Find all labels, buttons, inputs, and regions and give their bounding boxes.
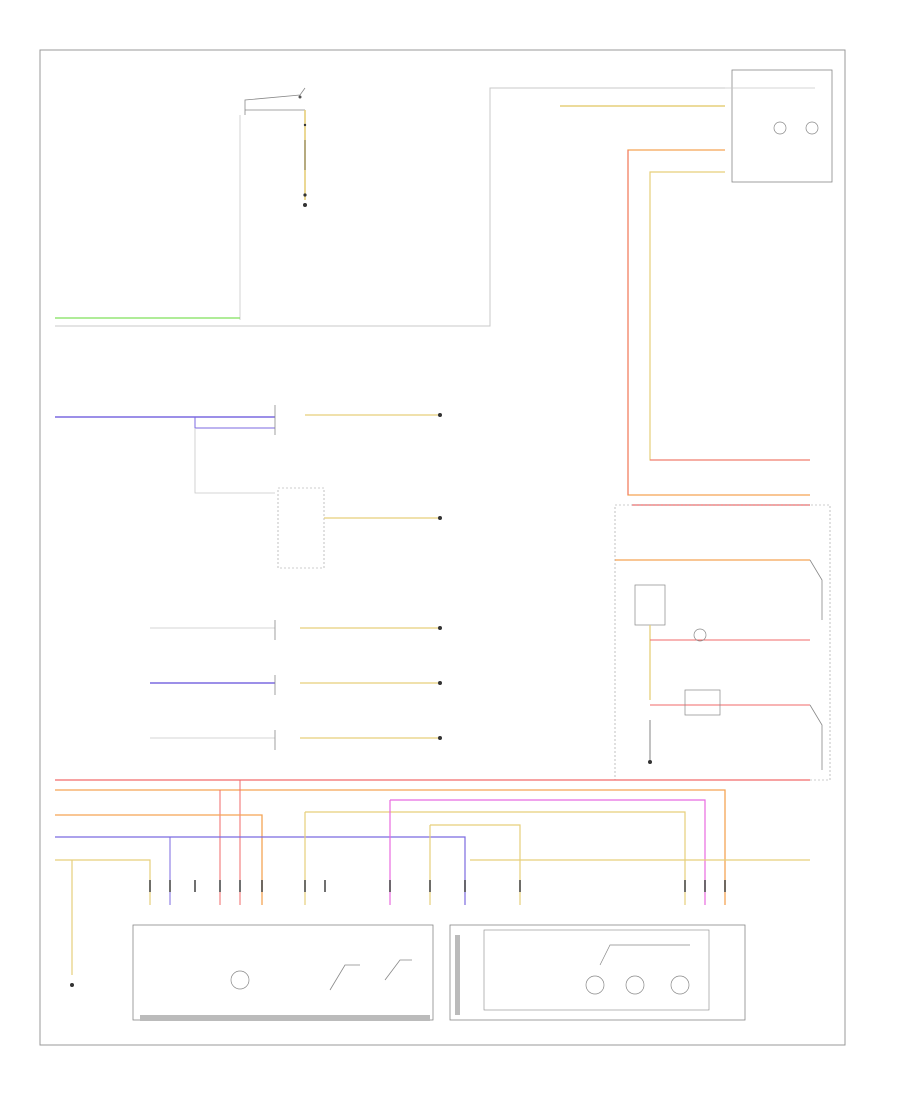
rear-dome-lights bbox=[55, 405, 442, 569]
bulb-icon bbox=[670, 975, 690, 995]
bulb-icon bbox=[805, 121, 819, 135]
switch-icon bbox=[384, 959, 412, 981]
left-door-switch-icon bbox=[809, 559, 823, 620]
rear-reading-dome-light bbox=[449, 924, 746, 1021]
luggage-compartment-light bbox=[560, 69, 833, 183]
ground-icon bbox=[648, 760, 652, 764]
orange-wire-luggage bbox=[627, 149, 810, 496]
door-switch-section bbox=[614, 504, 831, 781]
bulb-icon bbox=[773, 121, 787, 135]
ground-icon bbox=[438, 516, 442, 520]
switch-icon bbox=[329, 964, 360, 991]
vanity-lights bbox=[150, 620, 442, 750]
connector-pins bbox=[149, 880, 726, 892]
diagram-frame bbox=[39, 49, 846, 1046]
ground-icon bbox=[438, 626, 442, 630]
yellow-wire-luggage bbox=[649, 171, 810, 461]
gray-wire-luggage bbox=[55, 87, 725, 327]
glove-box-light bbox=[239, 87, 307, 320]
right-door-switch-icon bbox=[809, 704, 823, 770]
ground-icon bbox=[438, 413, 442, 417]
bulb-icon bbox=[230, 970, 250, 990]
bulb-icon bbox=[693, 628, 707, 642]
ground-icon bbox=[70, 983, 74, 987]
bottom-bus-wires bbox=[55, 779, 810, 987]
ground-icon bbox=[303, 203, 307, 207]
front-dome-light bbox=[132, 924, 434, 1021]
ground-icon bbox=[438, 736, 442, 740]
ground-icon bbox=[438, 681, 442, 685]
bulb-icon bbox=[625, 975, 645, 995]
bulb-icon bbox=[585, 975, 605, 995]
